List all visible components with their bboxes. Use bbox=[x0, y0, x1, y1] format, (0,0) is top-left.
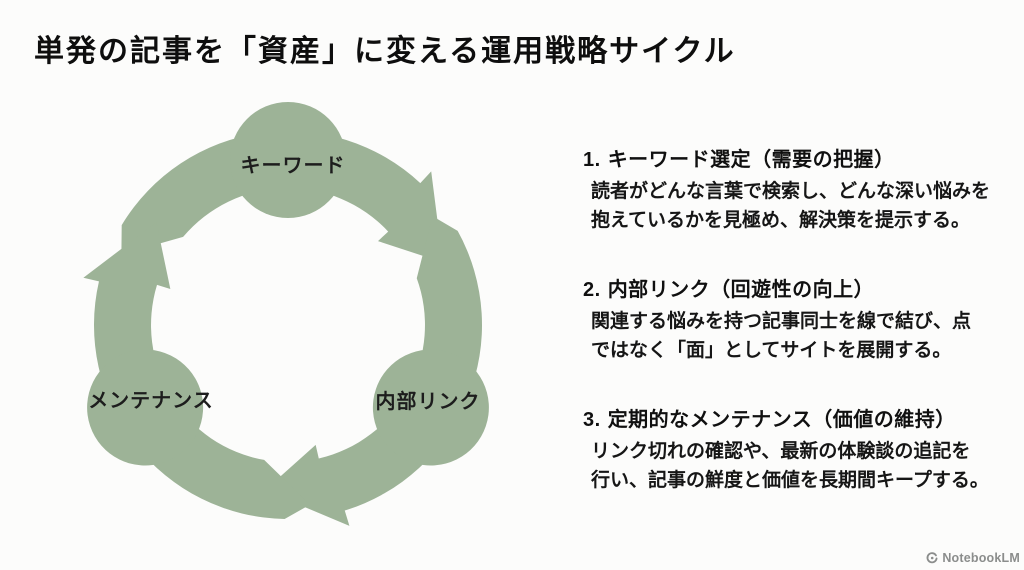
step-item-2: 2. 内部リンク（回遊性の向上） 関連する悩みを持つ記事同士を線で結び、点 ではな… bbox=[583, 277, 1019, 365]
step-3-body-line1: リンク切れの確認や、最新の体験談の追記を bbox=[591, 441, 971, 462]
cycle-node-keyword: キーワード bbox=[240, 155, 346, 177]
step-2-body-line1: 関連する悩みを持つ記事同士を線で結び、点 bbox=[591, 311, 972, 332]
step-3-body: リンク切れの確認や、最新の体験談の追記を 行い、記事の鮮度と価値を長期間キープす… bbox=[591, 438, 1019, 495]
notebooklm-logo-icon bbox=[926, 552, 938, 564]
step-1-body-line2: 抱えているかを見極め、解決策を提示する。 bbox=[591, 209, 971, 231]
step-2-number: 2. bbox=[583, 279, 601, 301]
step-2-body: 関連する悩みを持つ記事同士を線で結び、点 ではなく「面」としてサイトを展開する。 bbox=[591, 308, 1019, 365]
step-1-body: 読者がどんな言葉で検索し、どんな深い悩みを 抱えているかを見極め、解決策を提示す… bbox=[591, 178, 1019, 235]
step-1-number: 1. bbox=[583, 149, 601, 171]
step-1-title: キーワード選定（需要の把握） bbox=[607, 149, 895, 171]
step-2-body-line2: ではなく「面」としてサイトを展開する。 bbox=[591, 339, 952, 361]
step-item-3: 3. 定期的なメンテナンス（価値の維持） リンク切れの確認や、最新の体験談の追記を… bbox=[583, 407, 1019, 495]
step-list: 1. キーワード選定（需要の把握） 読者がどんな言葉で検索し、どんな深い悩みを 抱… bbox=[583, 147, 1019, 495]
step-2-title: 内部リンク（回遊性の向上） bbox=[607, 279, 875, 301]
step-1-heading: 1. キーワード選定（需要の把握） bbox=[583, 147, 1019, 173]
step-3-number: 3. bbox=[583, 409, 601, 431]
cycle-node-internal-link: 内部リンク bbox=[375, 391, 481, 413]
step-3-body-line2: 行い、記事の鮮度と価値を長期間キープする。 bbox=[591, 469, 989, 491]
step-2-heading: 2. 内部リンク（回遊性の向上） bbox=[583, 277, 1019, 303]
watermark: NotebookLM bbox=[926, 551, 1020, 565]
slide-title: 単発の記事を「資産」に変える運用戦略サイクル bbox=[34, 35, 736, 68]
step-1-body-line1: 読者がどんな言葉で検索し、どんな深い悩みを bbox=[591, 181, 991, 202]
step-item-1: 1. キーワード選定（需要の把握） 読者がどんな言葉で検索し、どんな深い悩みを 抱… bbox=[583, 147, 1019, 235]
step-3-heading: 3. 定期的なメンテナンス（価値の維持） bbox=[583, 407, 1019, 433]
watermark-brand: NotebookLM bbox=[942, 551, 1020, 565]
cycle-node-maintenance: メンテナンス bbox=[88, 390, 214, 412]
step-3-title: 定期的なメンテナンス（価値の維持） bbox=[607, 409, 956, 431]
